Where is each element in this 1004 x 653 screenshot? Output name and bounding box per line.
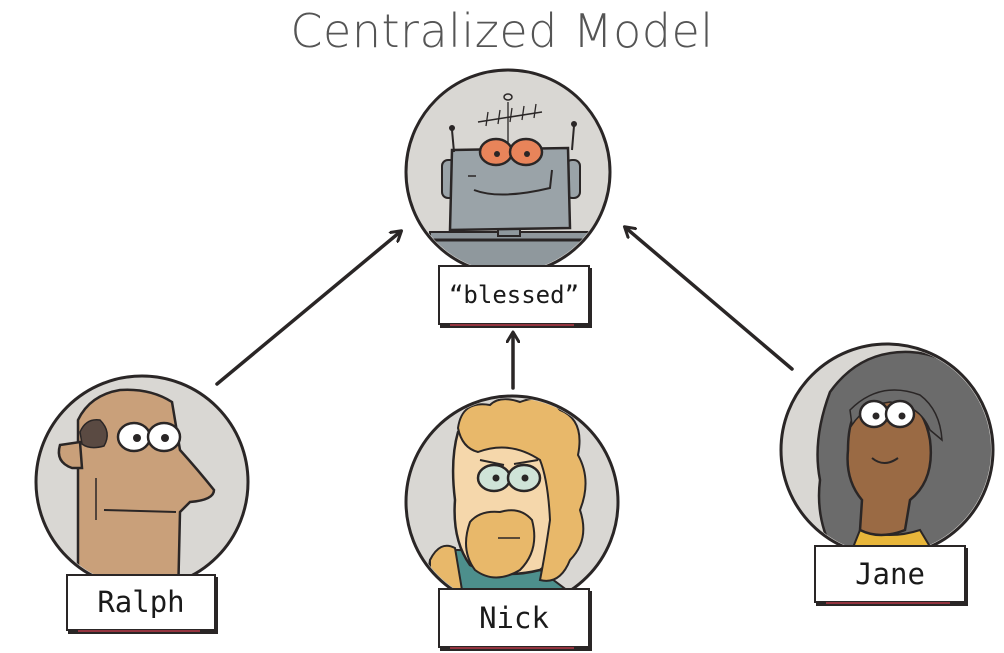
ralph-label: Ralph: [66, 574, 216, 632]
ralph-avatar: [34, 374, 250, 590]
server-avatar: [404, 68, 612, 276]
server-label: “blessed”: [438, 265, 590, 326]
nick-avatar: [404, 394, 620, 610]
person-icon: [57, 388, 216, 586]
arrow-ralph-to-server: [215, 232, 400, 386]
arrow-jane-to-server: [626, 228, 794, 371]
nick-label-text: Nick: [479, 601, 549, 635]
ralph-label-text: Ralph: [97, 585, 185, 619]
person-icon: [816, 350, 991, 554]
jane-avatar: [779, 342, 995, 558]
server-label-text: “blessed”: [448, 281, 580, 309]
jane-label: Jane: [814, 545, 966, 604]
page-title: Centralized Model: [290, 4, 714, 58]
nick-label: Nick: [438, 588, 590, 649]
jane-label-text: Jane: [855, 557, 925, 591]
person-icon: [418, 398, 587, 606]
